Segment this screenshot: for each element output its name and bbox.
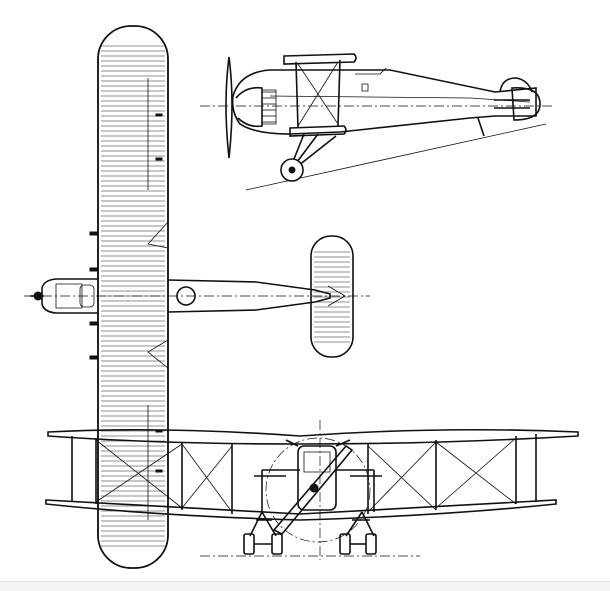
front-upper-wing: [48, 430, 578, 444]
side-tail-skid: [478, 118, 484, 136]
plan-view: [24, 26, 370, 568]
front-view: [46, 420, 578, 560]
front-undercarriage-right: [340, 512, 376, 554]
side-wheel-hub: [289, 167, 295, 173]
wing-ribs: [101, 46, 165, 546]
side-fin: [500, 78, 532, 92]
front-engine-struts: [254, 470, 382, 512]
front-propeller: [274, 446, 352, 534]
side-interplane-struts: [296, 60, 340, 128]
plan-upper-wing: [98, 26, 168, 568]
plan-fin: [328, 286, 345, 306]
bottom-divider: [0, 581, 610, 591]
side-nose-cowl: [236, 88, 262, 127]
side-cockpit: [355, 68, 386, 74]
front-fuselage: [298, 446, 336, 510]
side-upper-wing: [284, 54, 356, 64]
plan-strut-markers: [90, 114, 162, 472]
plan-wing-cutout-rear: [148, 340, 168, 368]
front-undercarriage-left: [244, 512, 282, 554]
plan-tailplane: [311, 236, 353, 357]
side-bracing-wires: [298, 62, 338, 126]
tailplane-ribs: [314, 252, 350, 342]
side-tailplane: [494, 100, 530, 108]
side-lower-wing: [290, 126, 346, 136]
front-cabane-struts: [262, 440, 374, 470]
front-lower-wing: [46, 500, 556, 520]
front-radiator: [304, 452, 330, 472]
front-interplane-struts: [72, 434, 536, 514]
side-fuselage: [233, 70, 536, 134]
front-propeller-disc: [266, 438, 370, 542]
side-fuselage-stringer: [270, 96, 530, 102]
side-view: [200, 54, 552, 190]
front-spinner: [310, 484, 318, 492]
side-radiator-slats: [262, 90, 276, 124]
plan-upper-wing-overlay: [98, 26, 168, 568]
side-rudder: [512, 88, 540, 120]
front-bracing-wires: [96, 438, 516, 512]
side-window: [362, 84, 368, 91]
side-propeller: [226, 57, 232, 158]
